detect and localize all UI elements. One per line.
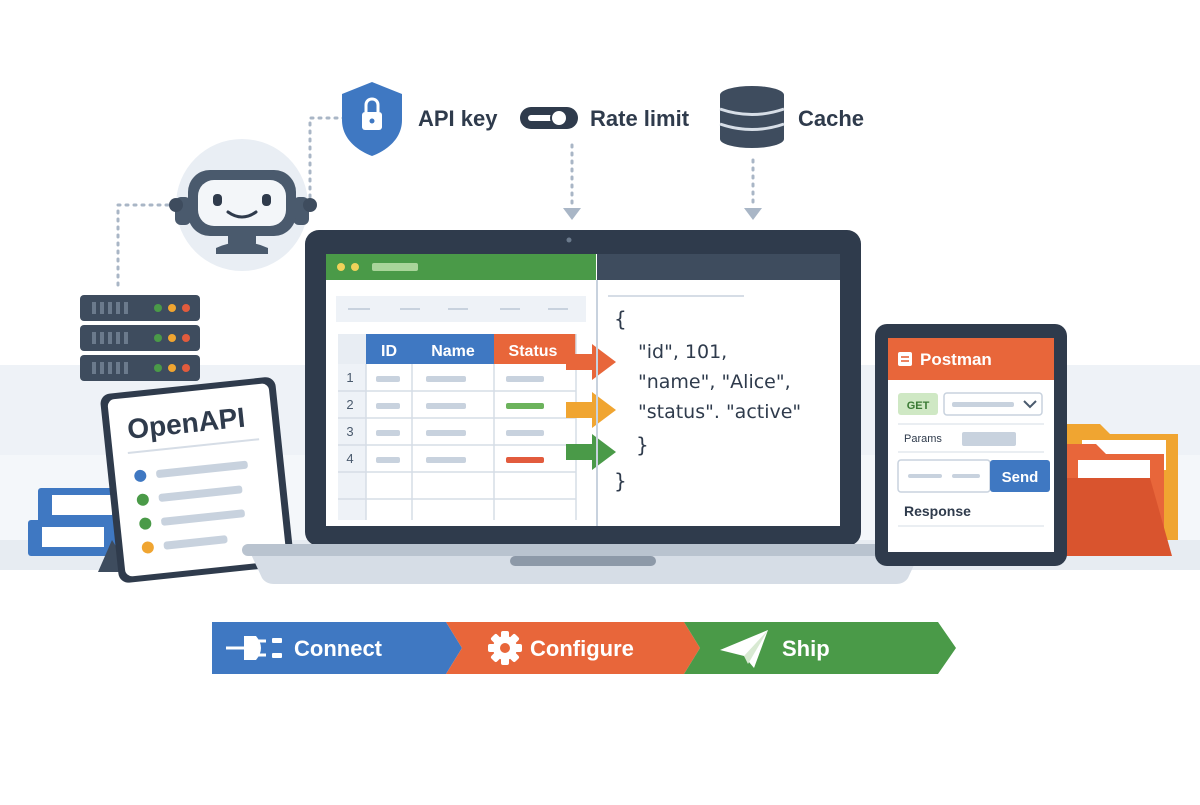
- pipeline-step-configure: [446, 622, 700, 674]
- params-label: Params: [904, 433, 942, 445]
- arrow-right-yellow: [566, 392, 616, 428]
- spreadsheet-app: ID Name Status 1 2 3 4: [326, 254, 596, 526]
- cell-name-placeholder: [426, 430, 466, 436]
- response-label: Response: [904, 503, 971, 519]
- pipeline-label-configure: Configure: [530, 636, 634, 661]
- spreadsheet-title-bar: [372, 263, 418, 271]
- cell-id-placeholder: [376, 457, 400, 463]
- bullet-line: [163, 535, 228, 550]
- openapi-card: OpenAPI: [98, 377, 294, 583]
- arrow-cache-down: [744, 208, 762, 220]
- json-close-brace: }: [614, 469, 627, 493]
- arrow-ratelimit-down: [563, 208, 581, 220]
- window-dot: [351, 263, 359, 271]
- window-dot: [337, 263, 345, 271]
- postman-logo-icon: [898, 352, 912, 366]
- postman-app: Postman GET Params Send Response: [888, 338, 1054, 527]
- plug-icon: [226, 636, 282, 660]
- robot-icon: [169, 139, 317, 271]
- server-rack-icon: [80, 295, 200, 381]
- feature-cache: Cache: [719, 86, 864, 148]
- json-open-brace: {: [614, 307, 627, 331]
- pipeline-step-connect: [212, 622, 462, 674]
- json-inner-close-brace: }: [636, 433, 649, 457]
- data-flow-arrows: [566, 344, 616, 470]
- cell-id-placeholder: [376, 430, 400, 436]
- feature-label-api-key: API key: [418, 106, 498, 131]
- json-line-name: "name", "Alice",: [638, 371, 791, 393]
- folder-icon: [1064, 424, 1178, 556]
- pipeline-label-ship: Ship: [782, 636, 830, 661]
- bullet-dot: [141, 541, 154, 554]
- cell-name-placeholder: [426, 376, 466, 382]
- chevron-down-icon: [1023, 400, 1037, 409]
- shield-lock-icon: [342, 82, 402, 156]
- cell-name-placeholder: [426, 403, 466, 409]
- bullet-line: [161, 509, 245, 526]
- bullet-line: [158, 485, 243, 502]
- pipeline: Connect Configure Ship: [212, 622, 956, 674]
- cell-id-placeholder: [376, 376, 400, 382]
- row-number-3: 3: [346, 424, 353, 439]
- send-button-label: Send: [1002, 469, 1039, 486]
- gear-icon: [488, 631, 522, 665]
- send-button[interactable]: [990, 460, 1050, 492]
- postman-title: Postman: [920, 350, 992, 369]
- cell-id-placeholder: [376, 403, 400, 409]
- cell-status-placeholder: [506, 430, 544, 436]
- bullet-dot: [139, 517, 152, 530]
- connector-robot-apikey: [308, 116, 346, 207]
- pipeline-label-connect: Connect: [294, 636, 383, 661]
- database-icon: [719, 86, 785, 148]
- feature-label-cache: Cache: [798, 106, 864, 131]
- column-header-id: ID: [381, 343, 397, 360]
- column-header-status: Status: [509, 343, 558, 360]
- feature-rate-limit: Rate limit: [520, 106, 690, 131]
- arrow-right-green: [566, 434, 616, 470]
- row-number-1: 1: [346, 370, 353, 385]
- column-header-name: Name: [431, 343, 475, 360]
- toggle-slider-icon: [520, 107, 578, 129]
- cell-status-placeholder: [506, 376, 544, 382]
- connector-robot-server: [116, 203, 178, 290]
- json-pane: { "id", 101, "name", "Alice", "status". …: [596, 254, 840, 526]
- method-label: GET: [907, 400, 930, 412]
- row-number-4: 4: [346, 451, 353, 466]
- arrow-right-orange: [566, 344, 616, 380]
- bullet-line: [156, 460, 248, 478]
- row-number-2: 2: [346, 397, 353, 412]
- cell-status-placeholder: [506, 457, 544, 463]
- json-line-id: "id", 101,: [638, 341, 727, 363]
- feature-api-key: API key: [342, 82, 498, 156]
- stacked-documents-icon: [28, 488, 124, 556]
- cell-name-placeholder: [426, 457, 466, 463]
- feature-label-rate-limit: Rate limit: [590, 106, 690, 131]
- method-badge[interactable]: [898, 393, 938, 415]
- cell-status-placeholder: [506, 403, 544, 409]
- paper-plane-icon: [720, 630, 768, 668]
- bullet-dot: [136, 493, 149, 506]
- json-line-status: "status". "active": [638, 401, 801, 423]
- bullet-dot: [134, 469, 147, 482]
